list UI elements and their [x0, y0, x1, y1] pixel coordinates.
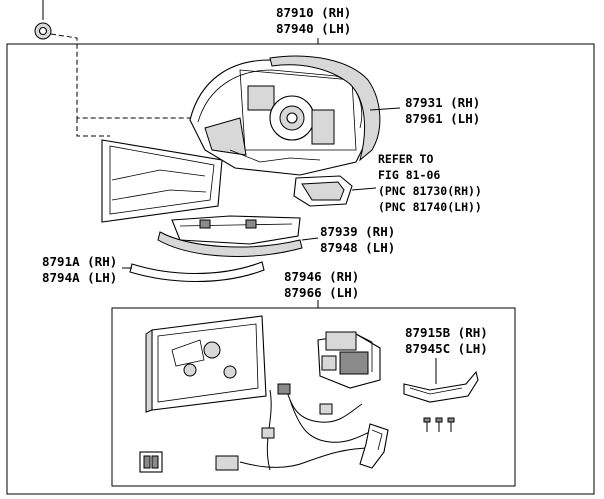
side-lamp-lens — [403, 370, 479, 403]
label-refer-fig: FIG 81-06 — [378, 168, 440, 182]
mirror-glass — [101, 139, 223, 223]
cover-leader — [369, 107, 401, 111]
label-lamp-lh: 87945C (LH) — [405, 341, 488, 356]
outer-frame — [6, 43, 595, 495]
label-refer-pnc-lh: (PNC 81740(LH)) — [378, 200, 482, 214]
lamp-leader — [351, 187, 377, 191]
label-base-lh: 87948 (LH) — [320, 240, 395, 255]
label-refer-pnc-rh: (PNC 81730(RH)) — [378, 184, 482, 198]
base-leader — [301, 237, 319, 241]
screw-icon — [423, 417, 455, 432]
label-cover-lh: 87961 (LH) — [405, 111, 480, 126]
label-sub-lh: 87966 (LH) — [284, 285, 359, 300]
label-sub-rh: 87946 (RH) — [284, 269, 359, 284]
label-base-rh: 87939 (RH) — [320, 224, 395, 239]
turn-signal-lamp — [293, 175, 353, 207]
subassembly-frame — [111, 307, 516, 487]
clip-leader — [50, 33, 190, 137]
connector-icon — [139, 451, 163, 473]
wire-harness — [215, 383, 389, 471]
label-main-lh: 87940 (LH) — [276, 21, 351, 36]
label-lamp-rh: 87915B (RH) — [405, 325, 488, 340]
label-strip-rh: 8791A (RH) — [42, 254, 117, 269]
mirror-housing — [189, 59, 374, 176]
actuator-plate — [145, 315, 267, 413]
clip-icon — [34, 0, 52, 40]
label-strip-lh: 8794A (LH) — [42, 270, 117, 285]
label-refer-to: REFER TO — [378, 152, 433, 166]
label-main-rh: 87910 (RH) — [276, 5, 351, 20]
motor-unit — [317, 331, 381, 389]
mirror-base — [157, 215, 303, 257]
moulding-strip — [129, 261, 265, 283]
label-cover-rh: 87931 (RH) — [405, 95, 480, 110]
housing-cover — [269, 55, 381, 162]
